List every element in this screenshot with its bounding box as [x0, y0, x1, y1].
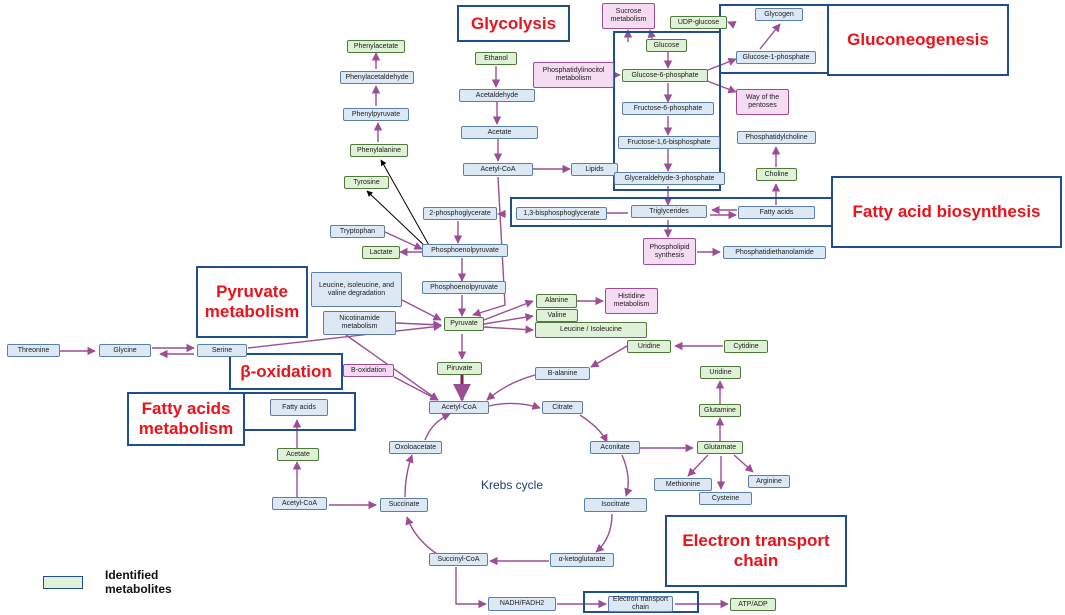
node-2-phosphoglycerate: 2-phosphoglycerate — [423, 207, 497, 220]
legend-label: Identified metabolites — [105, 568, 172, 596]
node-glucose-6-phosphate: Glucose-6-phosphate — [622, 69, 708, 82]
node-fatty-acids-top: Fatty acids — [738, 206, 815, 219]
node-glycine: Glycine — [99, 344, 151, 357]
region-gluconeogenesis: Gluconeogenesis — [827, 4, 1009, 76]
node-threonine: Threonine — [7, 344, 60, 357]
region-fatty-acids-metabolism: Fatty acids metabolism — [127, 392, 245, 446]
node-histidine-metabolism: Histidine metabolism — [605, 288, 658, 314]
node-glyceraldehyde-3-phosphate: Glyceraldehyde-3-phosphate — [614, 172, 725, 185]
region-beta-oxidation: β-oxidation — [229, 353, 343, 390]
node-lactate: Lactate — [362, 246, 400, 259]
node-way-of-pentoses: Way of the pentoses — [736, 89, 789, 115]
node-choline: Choline — [756, 168, 797, 181]
region-etc-frame — [583, 591, 699, 613]
krebs-cycle-label: Krebs cycle — [481, 478, 544, 492]
region-fatty-acid-biosynthesis: Fatty acid biosynthesis — [831, 176, 1062, 248]
node-b-oxidation: B-oxidation — [343, 364, 394, 377]
node-phenylalanine: Phenylalanine — [350, 144, 408, 157]
node-oxaloacetate: Oxoloacetate — [389, 441, 442, 454]
node-citrate: Citrate — [542, 401, 583, 414]
node-cytidine: Cytidine — [724, 340, 768, 353]
region-glycolysis: Glycolysis — [457, 5, 570, 42]
node-alpha-ketoglutarate: α-ketoglutarate — [550, 553, 614, 567]
node-pyruvate: Pyruvate — [444, 317, 484, 331]
node-arginine: Arginine — [748, 475, 790, 488]
node-nadh-fadh2: NADH/FADH2 — [488, 597, 556, 611]
node-valine: Valine — [536, 309, 578, 322]
node-triglycerides: Triglycerides — [631, 205, 707, 218]
node-glucose-1-phosphate: Glucose-1-phosphate — [736, 51, 816, 64]
node-phenylacetate: Phenylacetate — [347, 40, 405, 53]
node-uridine-right: Uridine — [700, 366, 741, 379]
node-acetyl-coa-mid: Acetyl-CoA — [429, 401, 489, 414]
node-fructose-16-bisphosphate: Fructose-1,6-bisphosphate — [618, 136, 720, 149]
node-13-bisphosphoglycerate: 1,3-bisphosphoglycerate — [516, 207, 607, 220]
region-glycolysis-frame — [613, 31, 721, 191]
node-acetyl-coa-top: Acetyl-CoA — [463, 163, 533, 176]
node-ethanol: Ethanol — [475, 52, 517, 65]
node-udp-glucose: UDP-glucose — [670, 16, 727, 29]
node-nicotinamide-metabolism: Nicotinamide metabolism — [323, 311, 396, 335]
node-acetate-top: Acetate — [461, 126, 538, 139]
region-pyruvate-metabolism: Pyruvate metabolism — [196, 266, 308, 338]
node-phosphoenolpyruvate-2: Phosphoenolpyruvate — [422, 281, 506, 294]
node-acetaldehyde: Acetaldehyde — [459, 89, 535, 102]
node-phosphoenolpyruvate-1: Phosphoenolpyruvate — [422, 244, 508, 257]
node-alanine: Alanine — [536, 294, 577, 308]
node-electron-transport-chain: Electron transport chain — [608, 596, 673, 612]
node-lipids: Lipids — [571, 163, 618, 176]
region-electron-transport-chain: Electron transport chain — [665, 515, 847, 587]
node-glucose: Glucose — [646, 39, 687, 52]
node-tryptophan: Tryptophan — [330, 225, 385, 238]
node-phosphatidiethanolamide: Phosphatidiethanolamide — [723, 246, 826, 259]
node-acetyl-coa-left: Acetyl-CoA — [272, 497, 327, 510]
node-isocitrate: Isocitrate — [584, 498, 647, 512]
node-tyrosine: Tyrosine — [344, 176, 389, 189]
node-succinyl-coa: Succinyl-CoA — [429, 553, 488, 566]
node-phosphatidylcholine: Phosphatidylcholine — [737, 131, 816, 144]
node-piruvate: Piruvate — [437, 362, 482, 375]
node-phenylacetaldehyde: Phenylacetaldehyde — [340, 71, 414, 84]
node-methionine: Methionine — [654, 478, 712, 491]
node-succinate: Succinate — [380, 498, 428, 512]
node-phenylpyruvate: Phenylpyruvate — [343, 108, 409, 121]
node-uridine-mid: Uridine — [627, 340, 671, 353]
node-cysteine: Cysteine — [699, 492, 752, 505]
node-aconitate: Aconitate — [590, 441, 640, 454]
node-phospholipid-synthesis: Phospholipid synthesis — [643, 238, 696, 265]
node-glutamate: Glutamate — [697, 441, 743, 454]
legend-swatch — [43, 576, 83, 589]
node-glycogen: Glycogen — [755, 8, 803, 21]
node-fructose-6-phosphate: Fructose-6-phosphate — [622, 102, 714, 115]
node-phosphatidylinocitol-metabolism: Phosphatidylinocitol metabolism — [533, 62, 614, 88]
node-sucrose-metabolism: Sucrose metabolism — [602, 3, 655, 29]
node-b-alanine: B-alanine — [535, 367, 590, 380]
node-atp-adp: ATP/ADP — [730, 598, 776, 611]
node-serine: Serine — [197, 344, 247, 357]
node-leucine-isoleucine: Leucine / Isoleucine — [535, 322, 647, 338]
node-leucine-degradation: Leucine, isoleucine, and valine degradat… — [311, 272, 402, 307]
node-acetate-left: Acetate — [277, 448, 319, 461]
node-glutamine: Glutamine — [699, 404, 741, 417]
node-fatty-acids-left: Fatty acids — [270, 399, 328, 416]
